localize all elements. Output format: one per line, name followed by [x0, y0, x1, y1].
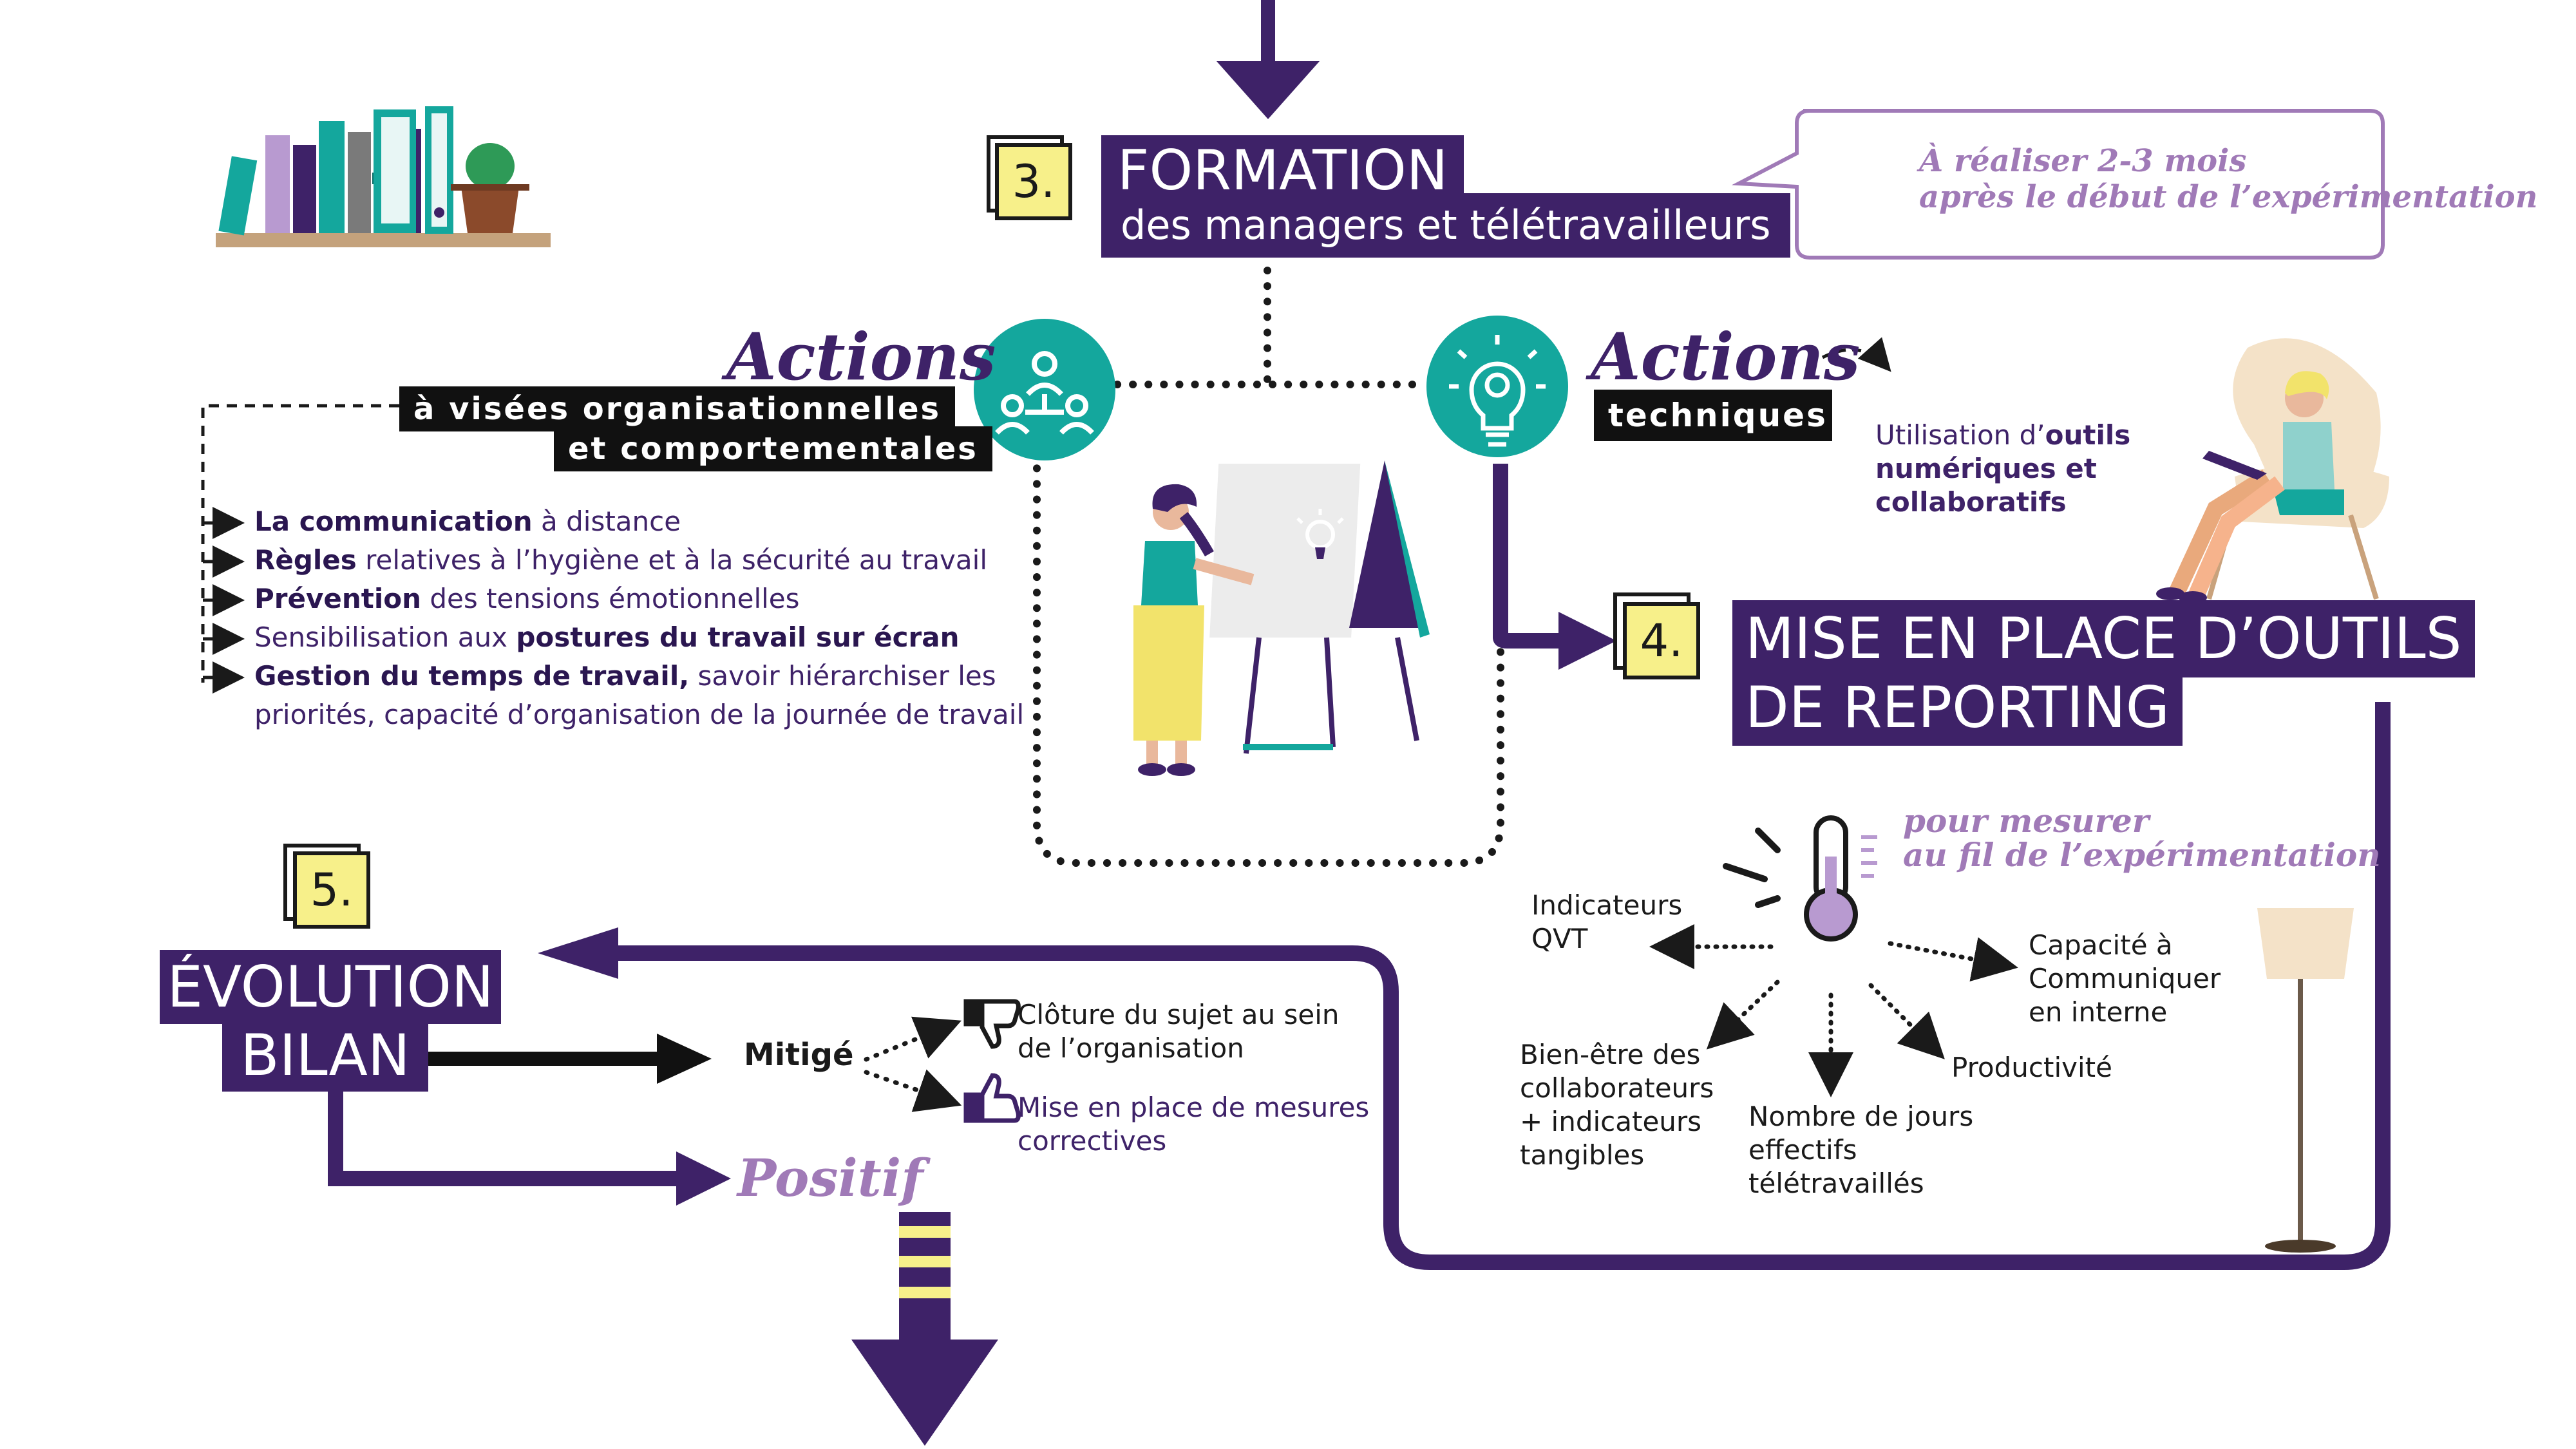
actions-org-script: Actions [726, 319, 996, 395]
dotted-connectors [1033, 267, 1504, 867]
step3-note-line1: À réaliser 2-3 mois [1919, 143, 2247, 179]
note-bubble [1731, 109, 2385, 260]
people-network-icon [974, 319, 1115, 460]
step5-title-line2: BILAN [222, 1019, 428, 1092]
floor-lamp-illustration [2257, 908, 2354, 1253]
step4-title-line1: MISE EN PLACE D’OUTILS [1732, 600, 2475, 677]
measure-line2: au fil de l’expérimentation [1903, 836, 2381, 874]
tech-hint-arrow [1821, 337, 1891, 372]
step4-number: 4. [1623, 602, 1700, 679]
tech-desc-line3: collaboratifs [1875, 486, 2067, 518]
lightbulb-gear-icon [1426, 316, 1568, 457]
actions-org-tag-line1: à visées organisationnelles [399, 386, 956, 431]
tech-to-reporting-arrow [1493, 464, 1616, 670]
outcome-positif: Positif [737, 1148, 923, 1208]
presenter-illustration [1133, 460, 1430, 776]
step3-subtitle: des managers et télétravailleurs [1101, 193, 1790, 258]
step5-title-line1: ÉVOLUTION [160, 950, 501, 1024]
step3-number: 3. [995, 143, 1072, 220]
org-item-3: Prévention des tensions émotionnelles [254, 583, 800, 614]
actions-org-tag-line2: et comportementales [554, 426, 992, 471]
measure-line1: pour mesurer [1903, 802, 2150, 840]
bilan-arrows [328, 1034, 731, 1206]
actions-tech-tag: techniques [1594, 390, 1832, 441]
org-item-5-cont: priorités, capacité d’organisation de la… [254, 699, 1025, 730]
bottom-flow-arrow [851, 1212, 998, 1446]
thumbs-up-icon [963, 1073, 1021, 1123]
org-item-5: Gestion du temps de travail, savoir hiér… [254, 660, 996, 692]
step4-title-line2: DE REPORTING [1732, 670, 2183, 746]
indicator-arrows [1649, 924, 2018, 1097]
seated-woman-illustration [2156, 338, 2389, 604]
tech-desc-line1: Utilisation d’outils [1875, 419, 2131, 451]
thermometer-icon [1723, 815, 1877, 942]
top-flow-arrow [1217, 0, 1320, 119]
tech-desc-line2: numériques et [1875, 453, 2097, 484]
outcome-mitige: Mitigé [744, 1037, 854, 1073]
feedback-loop-arrow [538, 702, 2391, 1270]
bookshelf-illustration [216, 106, 551, 247]
thumbs-down-icon [963, 999, 1021, 1049]
step5-number: 5. [293, 851, 370, 929]
indicator-productivite: Productivité [1951, 1052, 2112, 1083]
mitige-branches [864, 1016, 962, 1112]
list-bracket [201, 404, 399, 694]
org-item-4: Sensibilisation aux postures du travail … [254, 621, 960, 653]
org-item-2: Règles relatives à l’hygiène et à la séc… [254, 544, 987, 576]
step3-note-line2: après le début de l’expérimentation [1919, 179, 2538, 215]
org-item-1: La communication à distance [254, 506, 681, 537]
actions-tech-script: Actions [1591, 319, 1861, 395]
